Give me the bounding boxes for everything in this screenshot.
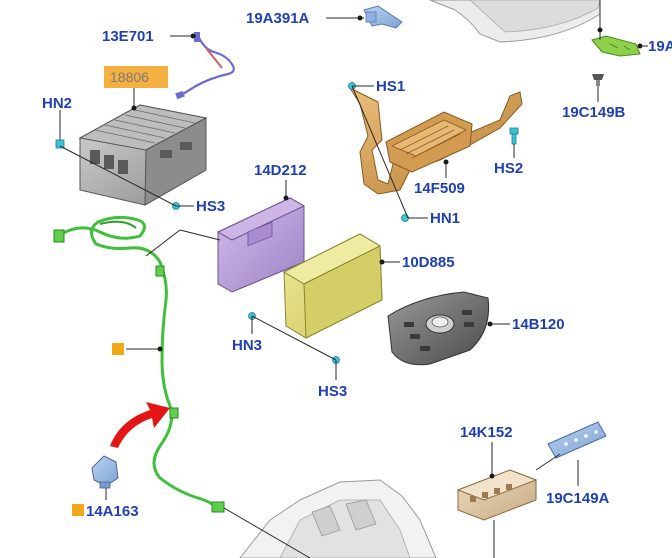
red-arrow-icon [110,402,170,448]
highlight-box-18806 [104,66,168,88]
wiring-harness [53,215,225,513]
bracket-19a-right [591,35,641,57]
module-10d885 [282,233,383,339]
fastener-hs2 [509,127,519,145]
label-14a163: 14A163 [86,503,139,520]
console-tray-bottom [239,479,437,558]
label-19c149b: 19C149B [562,104,626,121]
module-14k152 [456,469,538,521]
label-13e701: 13E701 [102,28,154,45]
connector-14a163 [91,455,119,489]
plate-19c149a [547,421,607,459]
marker-square-harness [112,343,124,355]
leader-lines [59,0,648,558]
cable-13e701 [175,32,235,100]
label-19a391a: 19A391A [246,10,310,27]
label-14b120: 14B120 [512,316,565,333]
clip-19a391a [363,5,403,29]
module-14d212 [216,197,306,293]
label-hs1: HS1 [376,78,405,95]
console-trim-top-right [429,0,601,43]
label-14k152: 14K152 [460,424,513,441]
label-10d885: 10D885 [402,254,455,271]
label-hs3-bottom: HS3 [318,383,347,400]
radio-unit-18806 [78,104,208,206]
control-panel-14b120 [387,291,490,366]
screw-19c149b [592,74,604,86]
label-hn2: HN2 [42,95,72,112]
label-18806: 18806 [110,69,149,85]
label-19a-cut: 19A [648,38,672,55]
label-14d212: 14D212 [254,162,307,179]
marker-square-14a163 [72,504,84,516]
label-hs2: HS2 [494,160,523,177]
label-hs3-top: HS3 [196,198,225,215]
bracket-14f509 [348,86,523,195]
label-hn3: HN3 [232,337,262,354]
fastener-hn2 [55,139,65,149]
label-14f509: 14F509 [414,180,465,197]
label-19c149a: 19C149A [546,490,610,507]
label-hn1: HN1 [430,210,460,227]
